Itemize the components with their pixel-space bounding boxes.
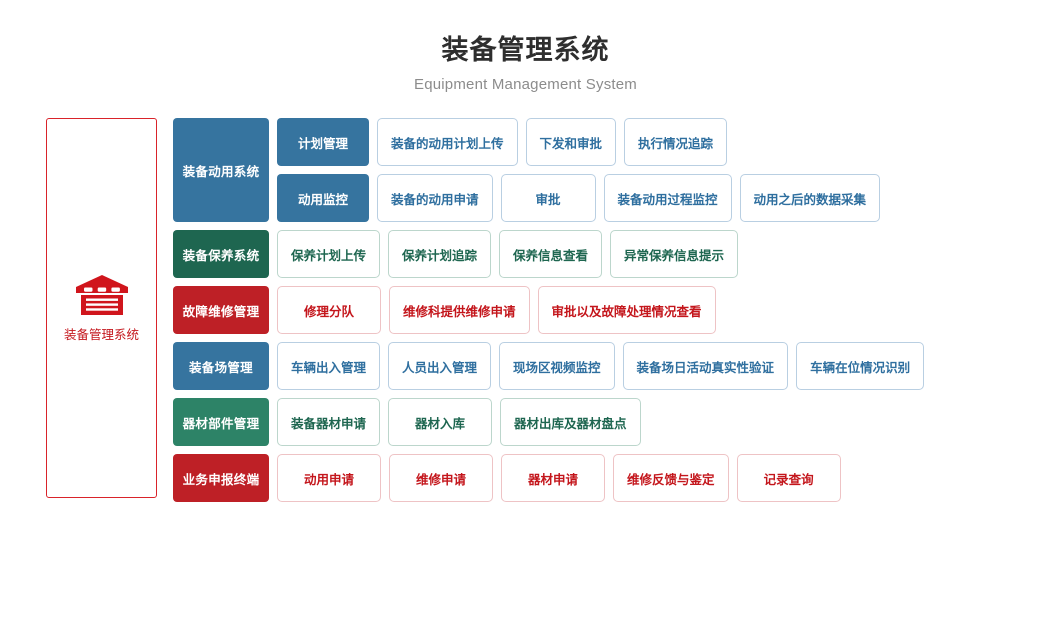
- category-block[interactable]: 器材部件管理: [173, 398, 269, 447]
- leaf-item[interactable]: 现场区视频监控: [499, 342, 615, 391]
- leaf-item[interactable]: 器材出库及器材盘点: [500, 398, 641, 447]
- leaf-item[interactable]: 装备的动用申请: [377, 174, 493, 223]
- system-root-panel[interactable]: 装备管理系统: [46, 118, 157, 499]
- module-row: 器材部件管理 装备器材申请 器材入库 器材出库及器材盘点: [173, 398, 924, 447]
- leaf-item[interactable]: 记录查询: [736, 454, 841, 503]
- category-block[interactable]: 故障维修管理: [173, 286, 269, 335]
- system-root-label: 装备管理系统: [63, 327, 139, 342]
- category-block[interactable]: 装备保养系统: [173, 230, 269, 279]
- leaf-item[interactable]: 审批以及故障处理情况查看: [537, 286, 716, 335]
- leaf-item[interactable]: 装备的动用计划上传: [377, 118, 518, 167]
- leaf-item[interactable]: 器材入库: [388, 398, 493, 447]
- leaf-item[interactable]: 车辆出入管理: [277, 342, 381, 391]
- category-block[interactable]: 装备场管理: [173, 342, 269, 391]
- leaf-item[interactable]: 维修申请: [389, 454, 494, 503]
- page-header: 装备管理系统 Equipment Management System: [0, 0, 1051, 93]
- diagram-body: 装备管理系统 装备动用系统 计划管理 装备的动用计划上传 下发和审批 执行情况追…: [0, 118, 1051, 503]
- module-row: 装备场管理 车辆出入管理 人员出入管理 现场区视频监控 装备场日活动真实性验证 …: [173, 342, 925, 391]
- leaf-item[interactable]: 保养计划追踪: [388, 230, 492, 279]
- leaf-item[interactable]: 修理分队: [277, 286, 382, 335]
- leaf-item[interactable]: 动用申请: [277, 454, 382, 503]
- module-row: 装备动用系统 计划管理 装备的动用计划上传 下发和审批 执行情况追踪 动用监控 …: [173, 118, 924, 223]
- leaf-item[interactable]: 装备器材申请: [277, 398, 381, 447]
- module-rows: 装备动用系统 计划管理 装备的动用计划上传 下发和审批 执行情况追踪 动用监控 …: [173, 118, 925, 503]
- leaf-item[interactable]: 保养计划上传: [277, 230, 381, 279]
- sub-rows: 计划管理 装备的动用计划上传 下发和审批 执行情况追踪 动用监控 装备的动用申请…: [269, 118, 881, 223]
- leaf-item[interactable]: 异常保养信息提示: [610, 230, 739, 279]
- page-subtitle: Equipment Management System: [413, 76, 637, 94]
- leaf-item[interactable]: 动用之后的数据采集: [739, 174, 881, 223]
- module-row: 故障维修管理 修理分队 维修科提供维修申请 审批以及故障处理情况查看: [173, 286, 924, 335]
- category-block[interactable]: 装备动用系统: [173, 118, 269, 223]
- module-row: 装备保养系统 保养计划上传 保养计划追踪 保养信息查看 异常保养信息提示: [173, 230, 924, 279]
- leaf-item[interactable]: 下发和审批: [525, 118, 617, 167]
- leaf-item[interactable]: 维修科提供维修申请: [389, 286, 530, 335]
- sub-row: 计划管理 装备的动用计划上传 下发和审批 执行情况追踪: [269, 118, 880, 167]
- leaf-item[interactable]: 人员出入管理: [388, 342, 492, 391]
- leaf-item[interactable]: 装备场日活动真实性验证: [622, 342, 789, 391]
- leaf-item[interactable]: 维修反馈与鉴定: [613, 454, 729, 503]
- leaf-item[interactable]: 装备动用过程监控: [603, 174, 732, 223]
- leaf-item[interactable]: 车辆在位情况识别: [796, 342, 925, 391]
- subcategory-block[interactable]: 动用监控: [277, 174, 369, 223]
- category-block[interactable]: 业务申报终端: [173, 454, 269, 503]
- page-title: 装备管理系统: [441, 35, 610, 65]
- module-row: 业务申报终端 动用申请 维修申请 器材申请 维修反馈与鉴定 记录查询: [173, 454, 924, 503]
- subcategory-block[interactable]: 计划管理: [277, 118, 369, 167]
- leaf-item[interactable]: 审批: [500, 174, 596, 223]
- warehouse-icon: [74, 274, 130, 316]
- sub-row: 动用监控 装备的动用申请 审批 装备动用过程监控 动用之后的数据采集: [269, 174, 881, 223]
- leaf-item[interactable]: 器材申请: [501, 454, 606, 503]
- leaf-item[interactable]: 执行情况追踪: [624, 118, 728, 167]
- leaf-item[interactable]: 保养信息查看: [499, 230, 603, 279]
